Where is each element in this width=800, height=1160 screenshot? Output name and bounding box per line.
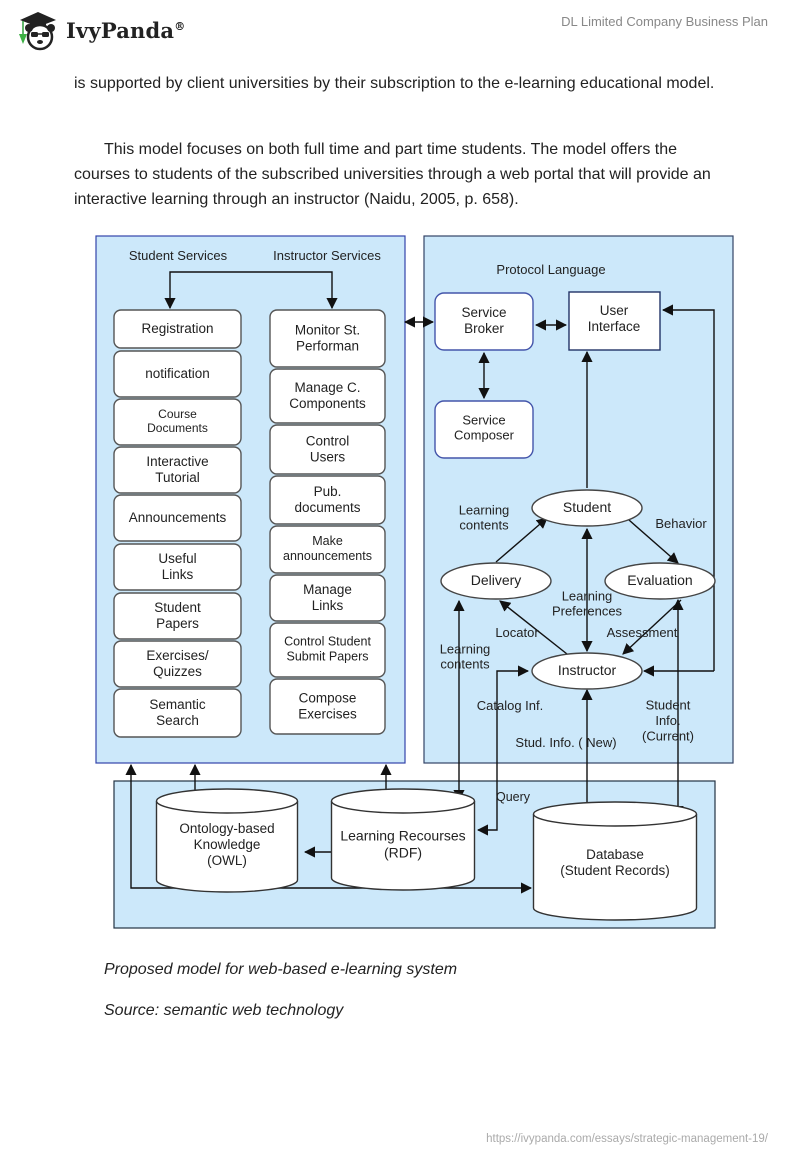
student-service-box (113, 688, 242, 738)
evaluation-instructor-arrow (622, 599, 682, 655)
learning-resources-label: Learning Recourses(RDF) (340, 827, 465, 860)
services-split-arrow (164, 271, 338, 310)
delivery-student-arrow (495, 517, 548, 563)
ivypanda-logo[interactable]: IvyPanda® (16, 8, 185, 52)
database-label: Database(Student Records) (560, 847, 670, 878)
student-service-box (113, 494, 242, 542)
instructor-node (531, 652, 643, 690)
student-services-heading: Student Services (129, 248, 228, 263)
ontology-cylinder-body (155, 801, 299, 893)
student-service-box (113, 398, 242, 446)
student-service-box (113, 446, 242, 494)
paragraph-1: is supported by client universities by t… (74, 75, 715, 92)
protocol-language-heading: Protocol Language (496, 262, 605, 277)
database-cylinder-top (532, 801, 698, 827)
instructor-service-box (269, 678, 386, 735)
figure-caption: Proposed model for web-based e-learning … (104, 961, 458, 978)
instructor-service-box (269, 622, 386, 678)
student-service-label: notification (145, 366, 210, 381)
figure-source: Source: semantic web technology (104, 1002, 344, 1019)
panda-graduate-icon (19, 12, 56, 51)
ontology-cylinder (155, 788, 299, 893)
student-service-box (113, 592, 242, 640)
student-service-box (113, 309, 242, 349)
ontology-cylinder-top (155, 788, 299, 814)
learning-resources-cylinder-top (330, 788, 476, 814)
delivery-node (440, 562, 552, 600)
student-service-box (113, 543, 242, 591)
instructor-node-label: Instructor (558, 662, 617, 678)
query-arrow (476, 763, 498, 836)
database-cylinder (532, 801, 698, 921)
student-service-label: Exercises/Quizzes (146, 648, 209, 679)
user-interface-box (568, 291, 661, 351)
database-cylinder-body (532, 814, 698, 921)
student-node (531, 489, 643, 527)
student-node-label: Student (563, 499, 611, 515)
delivery-node-label: Delivery (471, 572, 522, 588)
catalog-inf-label: Catalog Inf. (477, 698, 544, 713)
instructor-service-label: Pub.documents (294, 484, 360, 515)
evaluation-node-label: Evaluation (627, 572, 692, 588)
instructor-service-box (269, 475, 386, 525)
instructor-service-box (269, 368, 386, 424)
behavior-label: Behavior (655, 516, 707, 531)
learning-resources-cylinder-body (330, 801, 476, 891)
document-title: DL Limited Company Business Plan (561, 14, 768, 29)
learning-resources-cylinder (330, 788, 476, 891)
instructor-service-label: Manage C.Components (289, 380, 366, 411)
instructor-service-box (269, 574, 386, 622)
diagram-canvas: Student Services Instructor ServicesRegis… (95, 235, 734, 929)
instructor-ui-arrow (661, 304, 715, 671)
instructor-service-label: Monitor St.Performan (295, 322, 360, 353)
evaluation-node (604, 562, 716, 600)
student-evaluation-arrow (628, 519, 679, 564)
instructor-service-box (269, 309, 386, 368)
catalog-instructor-arrow (496, 665, 530, 763)
student-service-label: Announcements (129, 510, 227, 525)
paragraph-2: This model focuses on both full time and… (74, 141, 711, 208)
source-url[interactable]: https://ivypanda.com/essays/strategic-ma… (486, 1133, 768, 1145)
stud-info-new-label: Stud. Info. ( New) (515, 735, 616, 750)
student-service-label: Registration (141, 321, 213, 336)
instructor-delivery-arrow (499, 600, 568, 655)
service-broker-box (434, 292, 534, 351)
service-composer-box (434, 400, 534, 459)
assessment-label: Assessment (607, 625, 678, 640)
brand-name: IvyPanda® (66, 17, 186, 43)
instructor-service-box (269, 525, 386, 574)
student-service-box (113, 350, 242, 398)
student-service-box (113, 640, 242, 688)
instructor-service-box (269, 424, 386, 475)
page-header: IvyPanda® DL Limited Company Business Pl… (0, 0, 800, 60)
locator-label: Locator (495, 625, 539, 640)
instructor-services-heading: Instructor Services (273, 248, 381, 263)
query-label: Query (496, 790, 531, 804)
